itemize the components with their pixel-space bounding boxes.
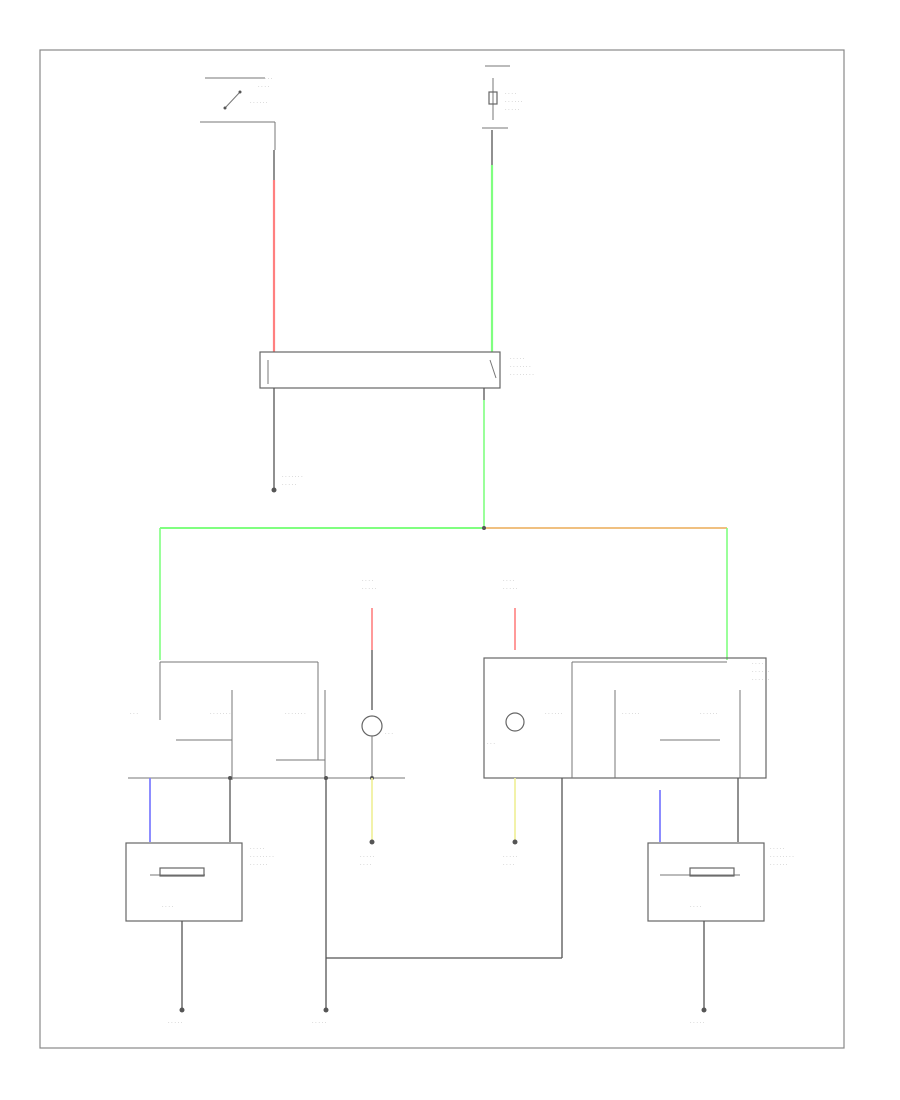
svg-text:· · · · · ·: · · · · · ·	[752, 677, 770, 683]
svg-text:· · · · · · ·: · · · · · · ·	[510, 364, 531, 370]
svg-text:· · · · · · · ·: · · · · · · · ·	[250, 854, 274, 860]
svg-text:· · · · ·: · · · · ·	[282, 482, 297, 488]
svg-text:· · · ·: · · · ·	[505, 91, 517, 97]
svg-text:· · · ·: · · · ·	[503, 862, 515, 868]
svg-text:· · · · ·: · · · · ·	[168, 1020, 183, 1026]
svg-text:· · · · · ·: · · · · · ·	[752, 669, 770, 675]
svg-text:· · · · · · · ·: · · · · · · · ·	[510, 372, 534, 378]
svg-text:· · · ·: · · · ·	[360, 862, 372, 868]
svg-text:· · · · · ·: · · · · · ·	[250, 862, 268, 868]
svg-text:· · · · ·: · · · · ·	[752, 661, 767, 667]
ignition-switch-icon: · · · · · · · · · · · · · · ·	[200, 76, 276, 150]
svg-text:· · · ·: · · · ·	[258, 84, 270, 90]
svg-text:· · · · ·: · · · · ·	[312, 1020, 327, 1026]
svg-text:· · · · ·: · · · · ·	[250, 846, 265, 852]
ground-icon-left	[179, 1007, 185, 1013]
svg-text:· · · ·: · · · ·	[162, 904, 174, 910]
svg-text:· · · · ·: · · · · ·	[690, 1020, 705, 1026]
svg-text:· · · · ·: · · · · ·	[510, 356, 525, 362]
svg-text:· · · · ·: · · · · ·	[503, 586, 518, 592]
ground-icon-center	[323, 1007, 329, 1013]
svg-text:· · · · · · · ·: · · · · · · · ·	[770, 854, 794, 860]
svg-text:· · · · · ·: · · · · · ·	[770, 862, 788, 868]
svg-text:· · · · ·: · · · · ·	[360, 854, 375, 860]
svg-text:· · · · · ·: · · · · · ·	[622, 711, 640, 717]
svg-text:· · · · · · ·: · · · · · · ·	[285, 711, 306, 717]
svg-text:· · · · ·: · · · · ·	[505, 107, 520, 113]
svg-text:· · · · ·: · · · · ·	[362, 586, 377, 592]
svg-text:· · · · ·: · · · · ·	[770, 846, 785, 852]
svg-text:· · · · · ·: · · · · · ·	[545, 711, 563, 717]
svg-text:· · ·: · · ·	[487, 741, 495, 747]
left-seat-heater-switch: · · · · · · · · · · · · · · · · ·	[130, 661, 326, 780]
svg-text:· · ·: · · ·	[385, 731, 393, 737]
right-seat-heater-switch: · · · · · · · · · · · · · · · · · · · · …	[483, 657, 770, 779]
svg-text:· · · · · · ·: · · · · · · ·	[282, 474, 303, 480]
svg-text:· · · ·: · · · ·	[362, 578, 374, 584]
illumination-source-left: · · · · · · · · ·	[362, 578, 377, 650]
svg-text:· · · · · ·: · · · · · ·	[250, 100, 268, 106]
diagram-frame	[39, 49, 845, 1049]
illumination-source-right: · · · · · · · · ·	[503, 578, 518, 650]
svg-text:· · · · ·: · · · · ·	[503, 854, 518, 860]
right-seat-heater: · · · · · · · · · · · · · · · · · · · · …	[647, 842, 794, 922]
lamp-icon-left: · · ·	[361, 715, 393, 780]
svg-text:· · · · · ·: · · · · · ·	[700, 711, 718, 717]
svg-text:· · · ·: · · · ·	[690, 904, 702, 910]
svg-text:· · ·: · · ·	[130, 711, 138, 717]
fuse-source-icon: · · · · · · · · · · · · · · ·	[482, 65, 523, 129]
svg-text:· · · ·: · · · ·	[503, 578, 515, 584]
svg-text:· · · · ·: · · · · ·	[258, 76, 273, 82]
heater-relay-module: · · · · · · · · · · · · · · · · · · · ·	[259, 351, 534, 389]
svg-text:· · · · · · ·: · · · · · · ·	[210, 711, 231, 717]
svg-text:· · · · · ·: · · · · · ·	[505, 99, 523, 105]
ground-icon-right	[701, 1007, 707, 1013]
left-seat-heater: · · · · · · · · · · · · · · · · · · · · …	[125, 842, 274, 922]
ground-icon: · · · · · · · · · · · ·	[271, 474, 303, 493]
